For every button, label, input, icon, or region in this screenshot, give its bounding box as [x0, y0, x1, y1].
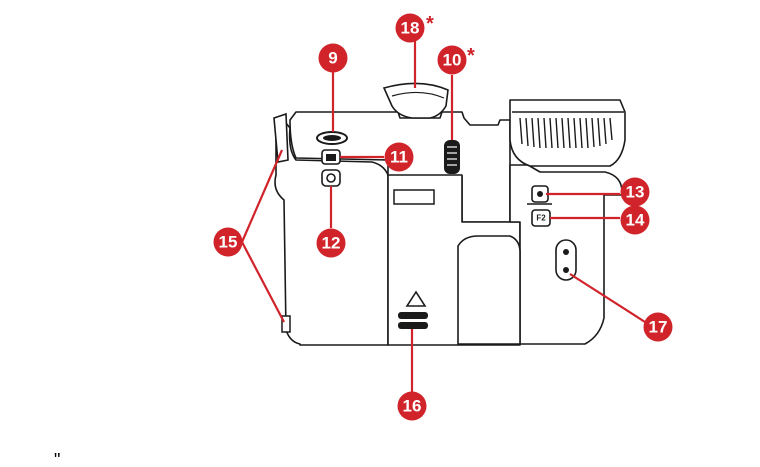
- eyecup: [382, 82, 449, 119]
- svg-text:14: 14: [626, 211, 645, 230]
- eyecup-inner: [391, 91, 445, 99]
- callout-17: 17: [643, 312, 673, 342]
- tripod-hole-bottom: [563, 267, 569, 273]
- camera-icon: [326, 154, 336, 161]
- svg-text:18: 18: [401, 19, 420, 38]
- svg-text:10: 10: [443, 51, 462, 70]
- svg-text:11: 11: [390, 148, 408, 167]
- callout-9: 9: [318, 43, 348, 73]
- callout-18: 18 *: [395, 13, 434, 43]
- callout-14: 14: [620, 205, 650, 235]
- f2-button-label: F2: [536, 214, 546, 223]
- warning-icon: [405, 290, 427, 307]
- record-button: [321, 169, 341, 187]
- battery-latch-bottom: [398, 322, 428, 329]
- callout-10: 10 *: [437, 45, 475, 75]
- svg-text:17: 17: [649, 318, 668, 337]
- svg-text:12: 12: [322, 234, 341, 253]
- callout-11: 11: [384, 142, 414, 172]
- callout-12: 12: [316, 228, 346, 258]
- callout-13: 13: [620, 177, 650, 207]
- svg-text:9: 9: [328, 49, 337, 68]
- tripod-hole-top: [563, 249, 569, 255]
- callout-16: 16: [397, 391, 427, 421]
- svg-text:15: 15: [219, 233, 238, 252]
- diopter-ridges: [447, 146, 457, 166]
- battery-door-slot: [393, 189, 435, 205]
- tripod-socket: [555, 239, 577, 281]
- side-cover: [457, 235, 521, 345]
- lens-ribbing: [519, 117, 613, 149]
- callout-15: 15: [213, 227, 243, 257]
- svg-text:16: 16: [403, 397, 422, 416]
- laser-icon: [537, 191, 543, 197]
- record-icon: [326, 173, 336, 183]
- battery-latch-top: [398, 312, 428, 319]
- footnote-mark: ": [54, 450, 60, 467]
- leader-lines: [240, 40, 646, 392]
- svg-text:*: *: [467, 45, 475, 67]
- svg-text:*: *: [426, 13, 434, 35]
- shutter-button-inner: [323, 135, 341, 141]
- lens-barrel: [509, 99, 626, 167]
- strap-lug-bottom: [281, 315, 291, 333]
- diopter-wheel: [444, 140, 460, 174]
- svg-text:13: 13: [626, 183, 645, 202]
- strap-lug-top: [273, 112, 289, 163]
